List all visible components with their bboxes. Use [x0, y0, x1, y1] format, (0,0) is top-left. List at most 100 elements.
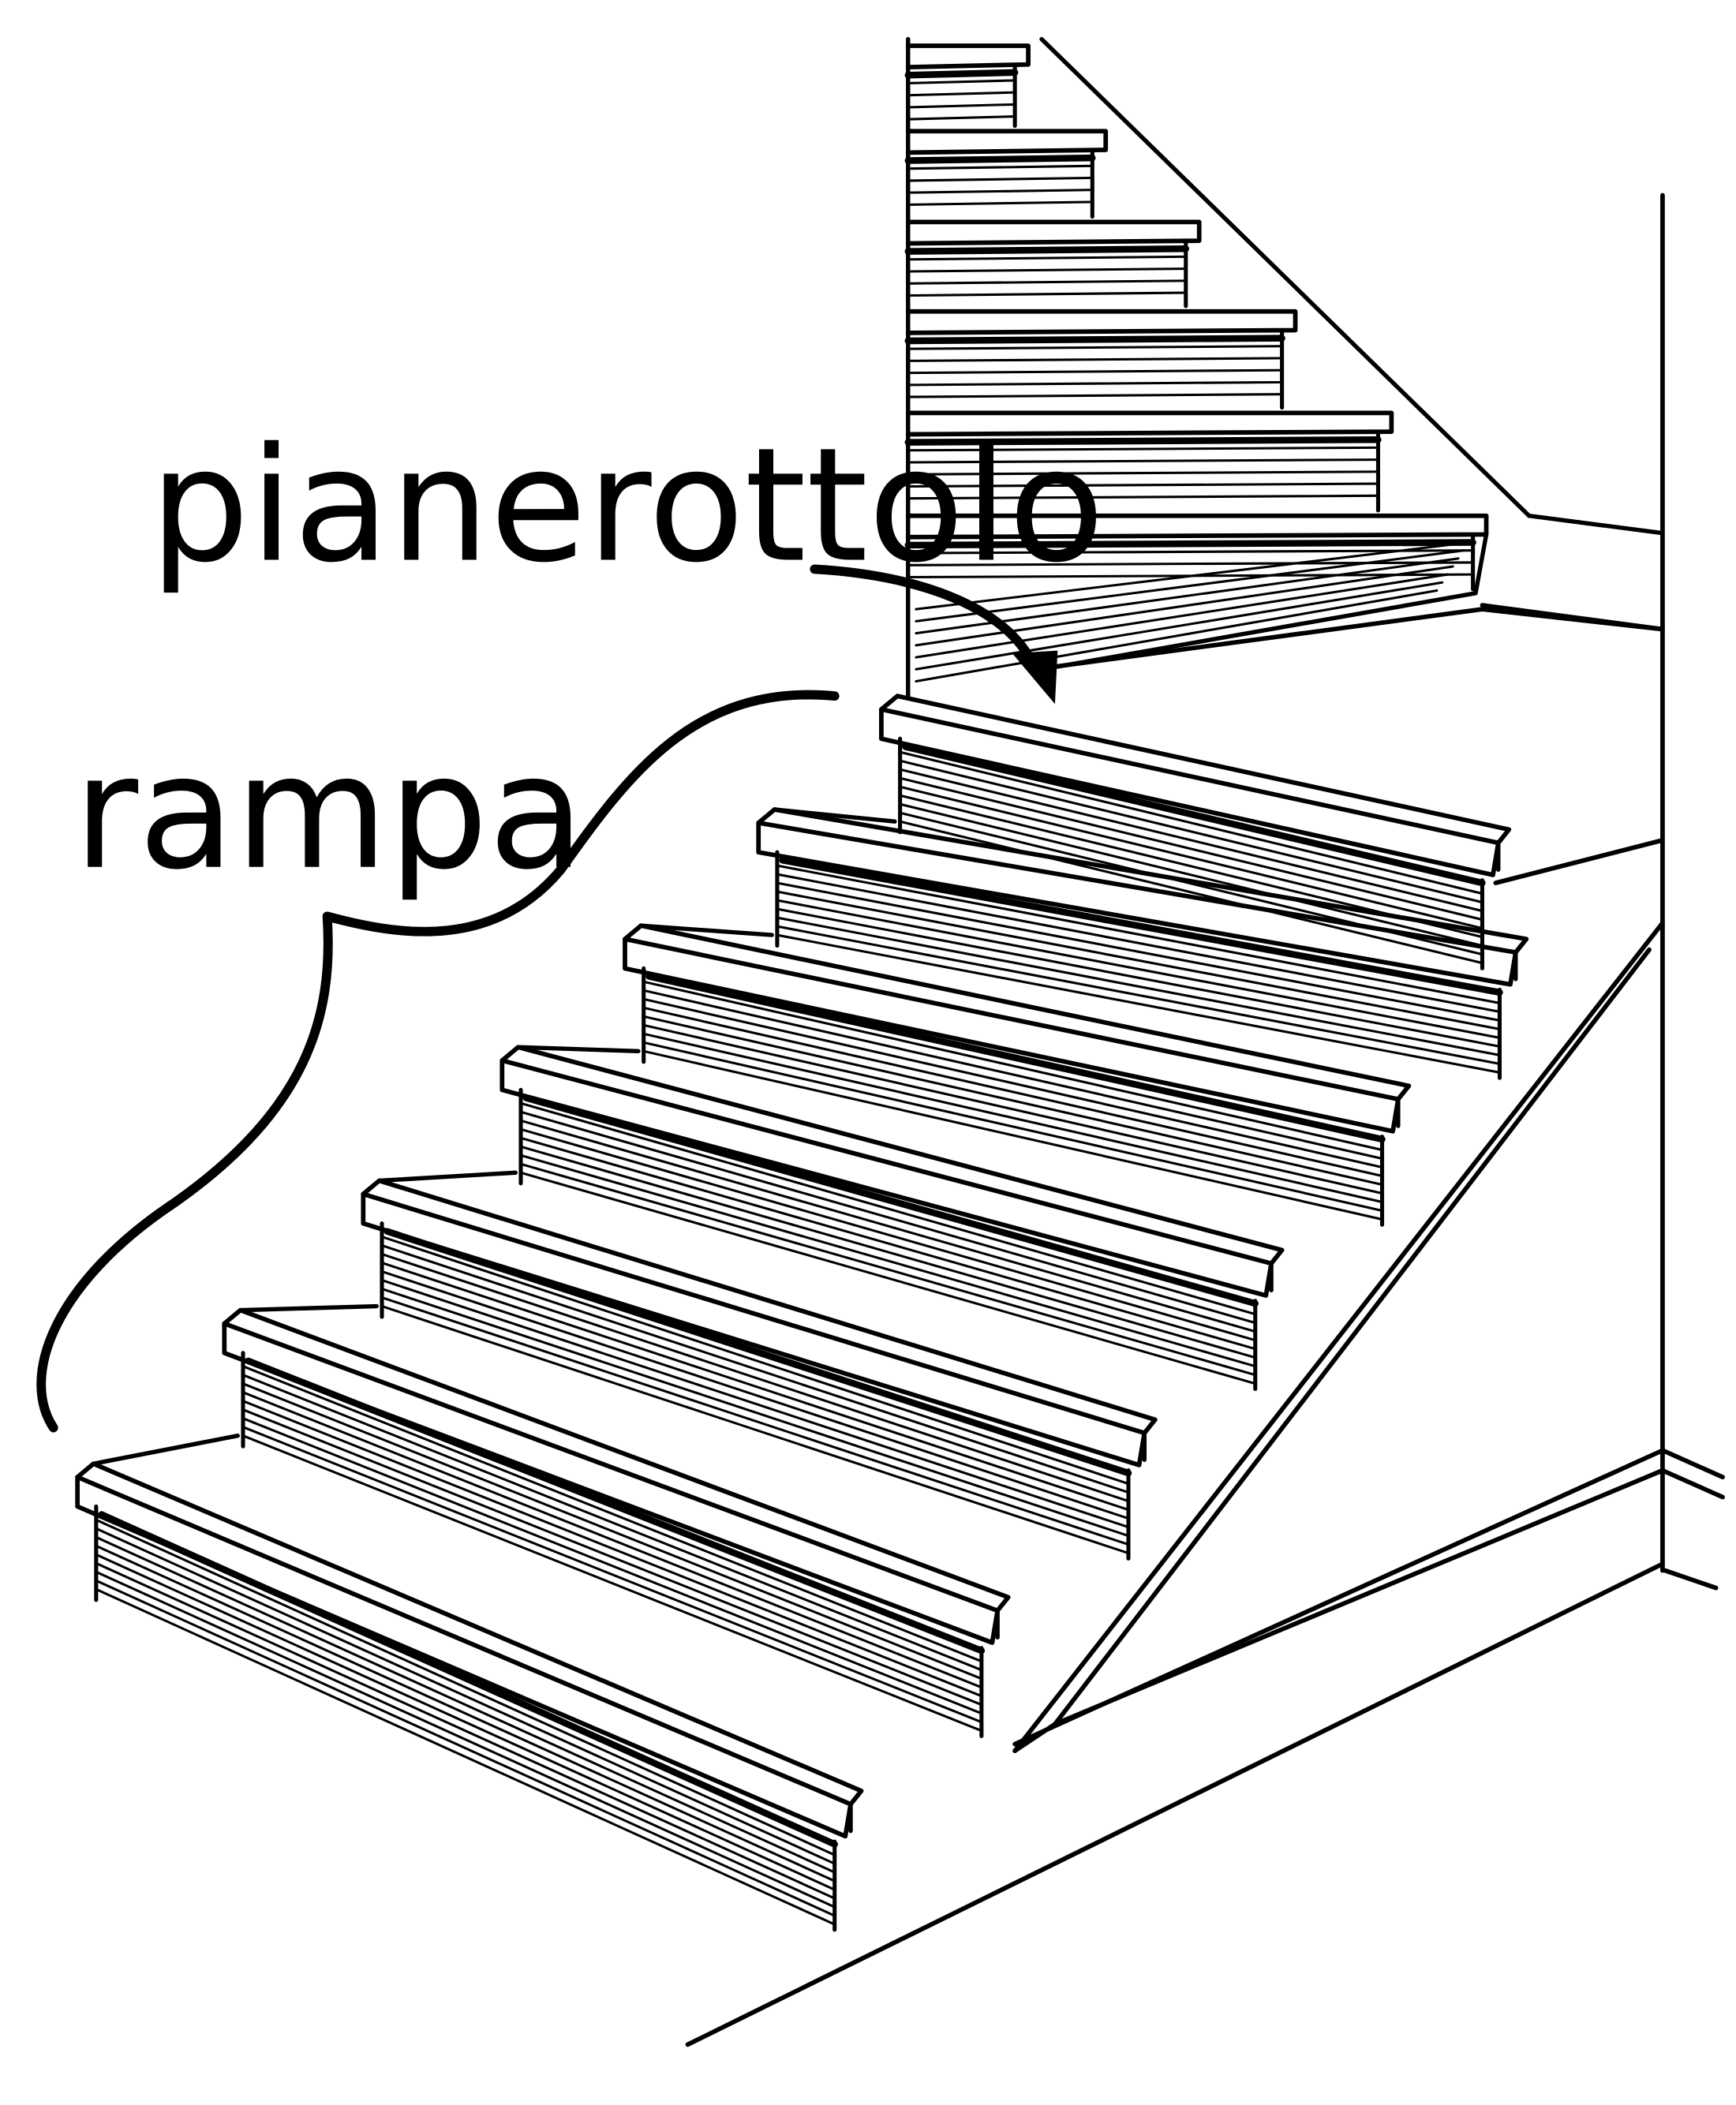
upper-riser-4: [909, 331, 1285, 410]
riser-hatch: [95, 1553, 836, 1891]
tread-top-edge: [222, 1307, 1011, 1613]
tread-top-edge: [75, 1461, 864, 1807]
riser-2: [241, 1351, 984, 1738]
riser-hatch: [642, 1006, 1384, 1178]
upper-riser-hatch: [909, 458, 1377, 464]
upper-tread-1: [904, 43, 1031, 79]
riser-hatch: [380, 1288, 1130, 1538]
upper-tread-5: [904, 410, 1394, 446]
tread-nosing: [756, 821, 1518, 987]
upper-tread-6: [904, 513, 1489, 549]
upper-riser-hatch: [909, 255, 1184, 261]
upper-riser-base-hatch: [915, 541, 1471, 611]
tread-nosing: [75, 1475, 853, 1839]
upper-riser-hatch: [909, 279, 1184, 285]
riser-hatch: [899, 776, 1483, 922]
tread-shadow: [383, 1228, 1132, 1477]
tread-shadow: [98, 1511, 838, 1848]
upper-tread-3: [904, 219, 1202, 255]
riser-hatch: [380, 1296, 1130, 1546]
riser-hatch: [899, 759, 1483, 904]
upper-riser-hatch: [909, 446, 1377, 452]
riser-hatch: [776, 907, 1501, 1048]
tread-nosing: [623, 937, 1401, 1134]
riser-hatch: [380, 1270, 1130, 1520]
tread-side-edge: [238, 1303, 379, 1313]
tread-top-edge: [623, 923, 1412, 1102]
riser-hatch: [642, 1041, 1384, 1213]
riser-hatch: [519, 1171, 1257, 1385]
upper-riser-hatch: [909, 91, 1014, 97]
upper-riser-hatch: [909, 291, 1184, 297]
riser-5: [642, 966, 1385, 1227]
riser-hatch: [899, 794, 1483, 939]
riser-7: [898, 736, 1484, 970]
riser-3: [380, 1221, 1131, 1561]
riser-hatch: [380, 1236, 1130, 1486]
riser-hatch: [241, 1434, 983, 1733]
tread-shadow: [902, 743, 1486, 887]
upper-riser-hatch: [909, 79, 1014, 84]
riser-hatch: [95, 1570, 836, 1909]
riser-hatch: [776, 916, 1501, 1056]
upper-riser-hatch: [909, 115, 1014, 121]
tread-nosing: [222, 1321, 1001, 1645]
tread-top-edge: [879, 694, 1512, 846]
upper-riser-hatch: [909, 103, 1014, 109]
upper-tread-shadow: [904, 69, 1019, 79]
riser-hatch: [380, 1244, 1130, 1494]
upper-riser-hatch: [909, 357, 1281, 362]
tread-nosing: [361, 1191, 1147, 1468]
upper-riser-base-hatch: [915, 581, 1444, 671]
riser-hatch: [642, 997, 1384, 1169]
riser-hatch: [380, 1305, 1130, 1555]
riser-hatch: [241, 1400, 983, 1698]
riser-hatch: [776, 925, 1501, 1065]
riser-hatch: [642, 1032, 1384, 1204]
riser-hatch: [380, 1253, 1130, 1503]
walls: [685, 193, 1725, 2047]
tread-shadow: [779, 857, 1503, 996]
upper-riser-hatch: [909, 380, 1281, 387]
riser-6: [775, 850, 1502, 1080]
tread-side-edge: [772, 807, 897, 824]
upper-riser-hatch: [909, 368, 1281, 375]
riser-hatch: [241, 1382, 983, 1681]
riser-hatch: [776, 933, 1501, 1074]
upper-tread-edge: [905, 410, 1394, 437]
upper-riser-hatch: [909, 549, 1472, 555]
upper-riser-base-hatch: [915, 573, 1449, 659]
riser-hatch: [380, 1262, 1130, 1512]
upper-riser-base-hatch: [915, 549, 1465, 623]
upper-tread-edge: [905, 219, 1202, 246]
riser-hatch: [95, 1561, 836, 1900]
upper-tread-edge: [905, 43, 1031, 69]
riser-hatch: [899, 802, 1483, 948]
riser-hatch: [776, 899, 1501, 1039]
landing-label: pianerottolo: [150, 415, 1105, 598]
landing-platform: [1053, 607, 1665, 885]
riser-hatch: [241, 1391, 983, 1689]
tread-3: [361, 1170, 1158, 1477]
riser-hatch: [776, 890, 1501, 1030]
riser-hatch: [519, 1162, 1257, 1377]
riser-hatch: [95, 1587, 836, 1926]
upper-tread-shadow: [904, 245, 1189, 255]
tread-shadow: [245, 1357, 986, 1654]
upper-riser-hatch: [909, 164, 1091, 170]
riser-1: [94, 1504, 837, 1932]
tread-nosing: [879, 707, 1501, 877]
upper-riser-hatch: [909, 345, 1281, 350]
upper-riser-2: [909, 150, 1094, 219]
upper-riser-hatch: [909, 177, 1091, 182]
upper-tread-shadow: [904, 539, 1476, 549]
riser-hatch: [241, 1408, 983, 1707]
riser-hatch: [519, 1127, 1257, 1342]
tread-7: [879, 694, 1512, 887]
riser-hatch: [95, 1527, 836, 1865]
upper-riser-base: [915, 532, 1489, 683]
upper-tread-shadow: [904, 436, 1382, 446]
tread-shadow: [522, 1094, 1259, 1307]
riser-hatch: [241, 1426, 983, 1724]
